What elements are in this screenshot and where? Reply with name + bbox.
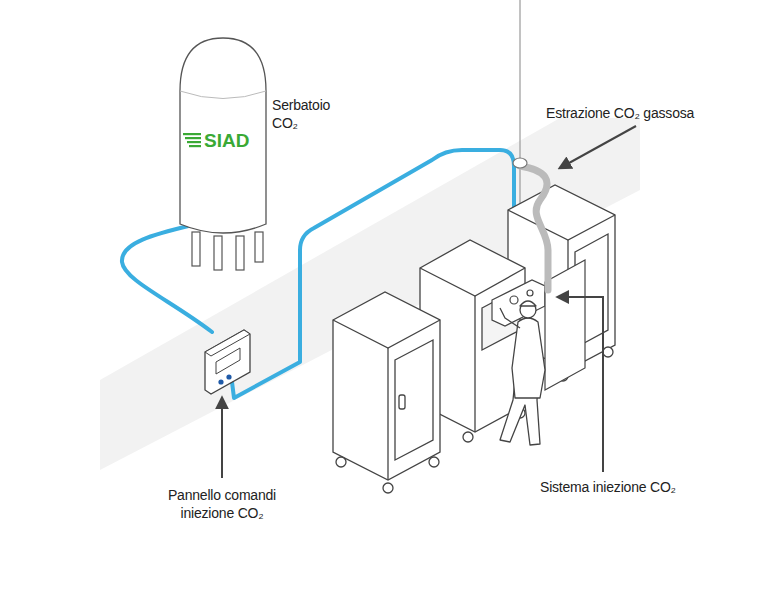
cabinets bbox=[333, 185, 615, 480]
leader-arrow bbox=[560, 126, 636, 168]
wheel bbox=[429, 457, 439, 467]
logo-stripe bbox=[187, 141, 201, 143]
cabinet-door bbox=[395, 340, 433, 460]
wheel bbox=[336, 457, 346, 467]
hose-outlet bbox=[513, 158, 527, 168]
control-panel bbox=[205, 330, 250, 394]
wheel bbox=[463, 432, 473, 442]
tank-leg bbox=[255, 232, 263, 262]
tank-leg bbox=[192, 232, 200, 266]
tank-node: SIADSerbatoio CO₂ bbox=[178, 36, 268, 236]
injection-nozzle bbox=[510, 296, 518, 304]
logo-stripe bbox=[183, 133, 201, 135]
tank-body bbox=[180, 38, 266, 233]
operator bbox=[500, 301, 545, 445]
operator-cap bbox=[520, 301, 536, 306]
panel-top bbox=[205, 330, 250, 356]
operator-arm bbox=[500, 308, 520, 328]
cabinet-body bbox=[333, 292, 440, 480]
component-label: Serbatoio CO₂ bbox=[272, 96, 342, 132]
operator-coat bbox=[512, 318, 545, 398]
leader-arrow bbox=[221, 398, 223, 478]
extraction-hose bbox=[520, 166, 548, 290]
tank-legs bbox=[192, 232, 263, 270]
wheel bbox=[603, 347, 613, 357]
logo-stripe bbox=[185, 137, 201, 139]
wheel bbox=[383, 483, 393, 493]
callout-label: Estrazione CO₂ gassosa bbox=[546, 104, 726, 122]
panel-button bbox=[218, 379, 223, 384]
panel-box bbox=[205, 330, 250, 394]
leader-arrow bbox=[558, 297, 603, 472]
cabinet-handle bbox=[399, 395, 405, 409]
operator-head bbox=[520, 302, 536, 318]
cabinet-edge bbox=[333, 320, 440, 348]
co2-pipe bbox=[122, 222, 212, 332]
cabinet-edge bbox=[508, 210, 615, 240]
injection-nozzle bbox=[527, 290, 533, 296]
tank-seam bbox=[180, 91, 266, 99]
panel-button bbox=[226, 374, 231, 379]
callout-label: Sistema iniezione CO₂ bbox=[540, 478, 700, 496]
tank-leg bbox=[236, 236, 244, 270]
cabinet-edge bbox=[387, 348, 388, 480]
cabinet-edge bbox=[474, 296, 475, 432]
callout-label: Pannello comandi iniezione CO₂ bbox=[152, 486, 292, 522]
injection-unit bbox=[492, 280, 545, 326]
logo-stripe bbox=[189, 145, 201, 147]
tank-leg bbox=[214, 236, 222, 270]
brand-logo: SIAD bbox=[204, 130, 264, 152]
panel-screen bbox=[216, 348, 240, 374]
